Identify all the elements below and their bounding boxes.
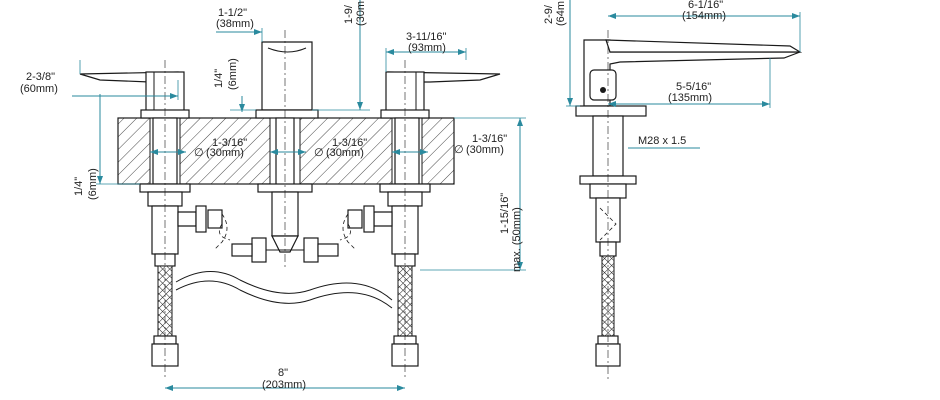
side-height-mm-label: (64m — [555, 1, 567, 26]
hole-left-diameter-symbol: ∅ — [194, 147, 204, 159]
front-view — [79, 30, 501, 380]
center-spread-label: 8" — [278, 367, 288, 379]
deck-thickness-label: 1/4" — [73, 177, 85, 196]
spout-height-mm-label: (30m — [355, 1, 367, 26]
spout-height-label: 1-9/ — [343, 4, 355, 24]
right-valve — [347, 205, 419, 267]
handle-gap-label: 1/4" — [213, 69, 225, 88]
thread-spec-label: M28 x 1.5 — [638, 135, 686, 147]
hole-left-mm-label: (30mm) — [206, 147, 244, 159]
right-handle — [380, 71, 501, 119]
hole-right-mm-label: (30mm) — [466, 144, 504, 156]
supply-hoses — [151, 265, 419, 367]
hole-center-label: 1-3/16" — [332, 137, 367, 149]
handle-span-label: 3-11/16" — [406, 31, 446, 43]
max-deck-mm-label: max. (50mm) — [511, 207, 523, 272]
center-spread-mm-label: (203mm) — [262, 379, 306, 391]
left-valve — [151, 205, 223, 267]
spout-reach-mm-label: (154mm) — [682, 10, 726, 22]
hole-left-label: 1-3/16" — [212, 137, 247, 149]
handle-width-label: 2-3/8" — [26, 71, 55, 83]
side-view — [575, 30, 803, 380]
dimension-arrows — [97, 13, 800, 391]
spout — [255, 41, 319, 119]
hole-right-diameter-symbol: ∅ — [454, 144, 464, 156]
deck-thickness-mm-label: (6mm) — [87, 168, 99, 200]
spout-projection-label: 5-5/16" — [676, 81, 711, 93]
dimension-lines — [72, 0, 801, 389]
side-height-label: 2-9/ — [543, 4, 555, 24]
handle-width-mm-label: (60mm) — [20, 83, 58, 95]
hole-center-diameter-symbol: ∅ — [314, 147, 324, 159]
max-deck-label: 1-15/16" — [499, 193, 511, 234]
handle-gap-mm-label: (6mm) — [227, 58, 239, 90]
hole-right-label: 1-3/16" — [472, 133, 507, 145]
spout-width-label: 1-1/2" — [218, 7, 247, 19]
handle-span-mm-label: (93mm) — [408, 42, 446, 54]
spout-projection-mm-label: (135mm) — [668, 92, 712, 104]
spout-width-mm-label: (38mm) — [216, 18, 254, 30]
dimension-labels: 2-3/8" (60mm) 1-1/2" (38mm) 1/4" (6mm) 1… — [20, 0, 726, 391]
spout-reach-label: 6-1/16" — [688, 0, 723, 11]
hole-center-mm-label: (30mm) — [326, 147, 364, 159]
